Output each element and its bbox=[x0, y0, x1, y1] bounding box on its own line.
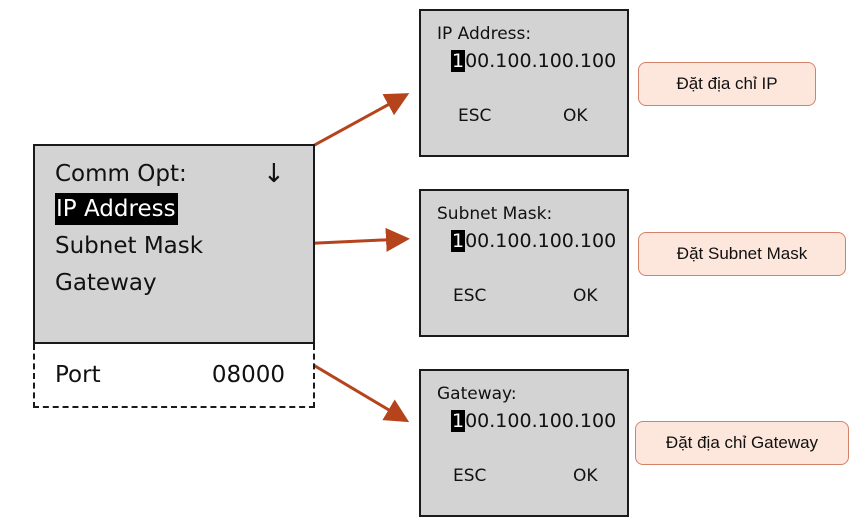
ip-value-field[interactable]: 100.100.100.100 bbox=[451, 49, 616, 73]
ok-button[interactable]: OK bbox=[573, 286, 598, 306]
screen-title: IP Address: bbox=[437, 24, 532, 44]
ok-button[interactable]: OK bbox=[563, 106, 588, 126]
port-value: 08000 bbox=[211, 362, 285, 388]
port-label: Port bbox=[55, 362, 101, 388]
gateway-value-field[interactable]: 100.100.100.100 bbox=[451, 409, 616, 433]
subnet-value-field[interactable]: 100.100.100.100 bbox=[451, 229, 616, 253]
ok-button[interactable]: OK bbox=[573, 466, 598, 486]
esc-button[interactable]: ESC bbox=[453, 286, 487, 306]
screen-title: Gateway: bbox=[437, 384, 517, 404]
ip-address-screen: IP Address: 100.100.100.100 ESC OK bbox=[419, 9, 629, 157]
cursor-digit: 1 bbox=[451, 230, 466, 252]
menu-item-subnet-mask[interactable]: Subnet Mask bbox=[55, 233, 204, 259]
subnet-mask-screen: Subnet Mask: 100.100.100.100 ESC OK bbox=[419, 189, 629, 337]
down-arrow-icon: ↓ bbox=[263, 159, 285, 189]
value-text: 00.100.100.100 bbox=[465, 410, 617, 432]
value-text: 00.100.100.100 bbox=[465, 50, 617, 72]
comm-opt-screen: Comm Opt: ↓ IP Address Subnet Mask Gatew… bbox=[33, 144, 315, 344]
callout-set-ip: Đặt địa chỉ IP bbox=[638, 62, 816, 106]
menu-item-ip-address[interactable]: IP Address bbox=[55, 193, 178, 225]
menu-title: Comm Opt: bbox=[55, 161, 187, 187]
esc-button[interactable]: ESC bbox=[453, 466, 487, 486]
value-text: 00.100.100.100 bbox=[465, 230, 617, 252]
esc-button[interactable]: ESC bbox=[458, 106, 492, 126]
callout-set-subnet: Đặt Subnet Mask bbox=[638, 232, 846, 276]
gateway-screen: Gateway: 100.100.100.100 ESC OK bbox=[419, 369, 629, 517]
cursor-digit: 1 bbox=[451, 410, 466, 432]
cursor-digit: 1 bbox=[451, 50, 466, 72]
port-row: Port 08000 bbox=[33, 344, 315, 408]
screen-title: Subnet Mask: bbox=[437, 204, 553, 224]
callout-set-gateway: Đặt địa chỉ Gateway bbox=[635, 421, 849, 465]
menu-item-gateway[interactable]: Gateway bbox=[55, 270, 157, 296]
